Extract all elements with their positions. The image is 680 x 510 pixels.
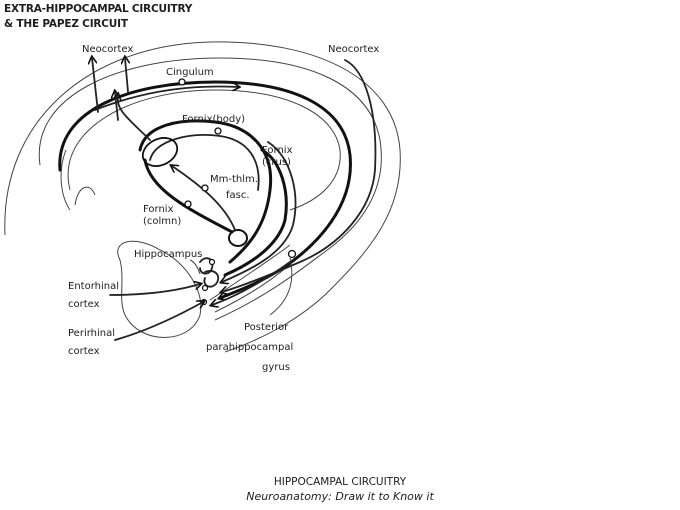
caption-subtitle: Neuroanatomy: Draw it to Know it: [246, 490, 434, 503]
neocortex-left-up-arrow-2: [125, 58, 128, 93]
cingulum-node: [178, 78, 186, 86]
thalamus-to-cingulum-arrow: [118, 95, 151, 141]
fornix-body-node: [214, 127, 222, 135]
label-fornix-crus-2: (crus): [262, 157, 291, 168]
hippocampus-node-2: [201, 284, 209, 292]
header-line-1: EXTRA-HIPPOCAMPAL CIRCUITRY: [4, 3, 193, 15]
label-posterior-3: gyrus: [262, 362, 290, 373]
mammillary-body: [228, 229, 248, 247]
hippocampus-curl-1: [199, 257, 214, 275]
label-hippocampus: Hippocampus: [134, 249, 202, 260]
hippocampus-node-1: [208, 258, 216, 266]
brain-outline: [4, 41, 401, 353]
label-mm-thlm-1: Mm-thlm.: [210, 174, 258, 185]
hippocampus-leader: [189, 259, 201, 275]
entorhinal-to-hippocampus-arrow: [109, 284, 200, 296]
fornix-inner: [149, 134, 260, 191]
neocortex-right-arrow: [222, 59, 377, 292]
label-cingulum: Cingulum: [166, 67, 214, 78]
fornix-column: [143, 158, 234, 234]
header-line-2: & THE PAPEZ CIRCUIT: [4, 18, 129, 30]
caption-title: HIPPOCAMPAL CIRCUITRY: [273, 476, 407, 488]
label-fornix-column-2: (colmn): [143, 216, 181, 227]
label-entorhinal-2: cortex: [68, 299, 100, 310]
label-perirhinal-1: Perirhinal: [68, 328, 115, 339]
neocortex-left-up-arrow-1: [92, 58, 99, 113]
label-perirhinal-2: cortex: [68, 346, 100, 357]
label-entorhinal-1: Entorhinal: [68, 281, 119, 292]
temporal-lobe-outline: [117, 240, 202, 338]
outer-brain-outline: [4, 41, 401, 353]
label-neocortex-right: Neocortex: [328, 44, 379, 55]
fornix-column-node: [184, 200, 192, 208]
posterior-parahippocampal-node: [287, 249, 297, 259]
mammillothalamic-fasciculus-arrow: [172, 166, 236, 231]
posterior-parahippocampal-leader: [269, 257, 293, 316]
mm-thlm-node: [201, 184, 209, 192]
callosum-rostrum: [60, 149, 71, 211]
callosum-genu: [74, 186, 96, 206]
outer-cortex-outline: [38, 57, 382, 321]
label-mm-thlm-2: fasc.: [226, 190, 250, 201]
cingulum-forward-arrow: [94, 86, 238, 111]
perirhinal-to-hippocampus-arrow: [114, 302, 203, 341]
inner-callosal-outline: [67, 89, 341, 211]
fornix-crus-arrow: [222, 141, 297, 282]
label-posterior-2: parahippocampal: [206, 342, 293, 353]
label-neocortex-left: Neocortex: [82, 44, 133, 55]
hippocampus-structure: [199, 257, 220, 306]
label-posterior-1: Posterior: [244, 322, 289, 333]
label-fornix-body: Fornix(body): [182, 114, 245, 125]
label-fornix-column-1: Fornix: [143, 204, 174, 215]
label-fornix-crus-1: Fornix: [262, 145, 293, 156]
fornix-crus: [223, 148, 288, 277]
parahippocampal-to-hippocampus-arrow: [212, 261, 291, 305]
hippocampus-curl-2: [203, 270, 220, 288]
fornix-body: [138, 119, 273, 264]
